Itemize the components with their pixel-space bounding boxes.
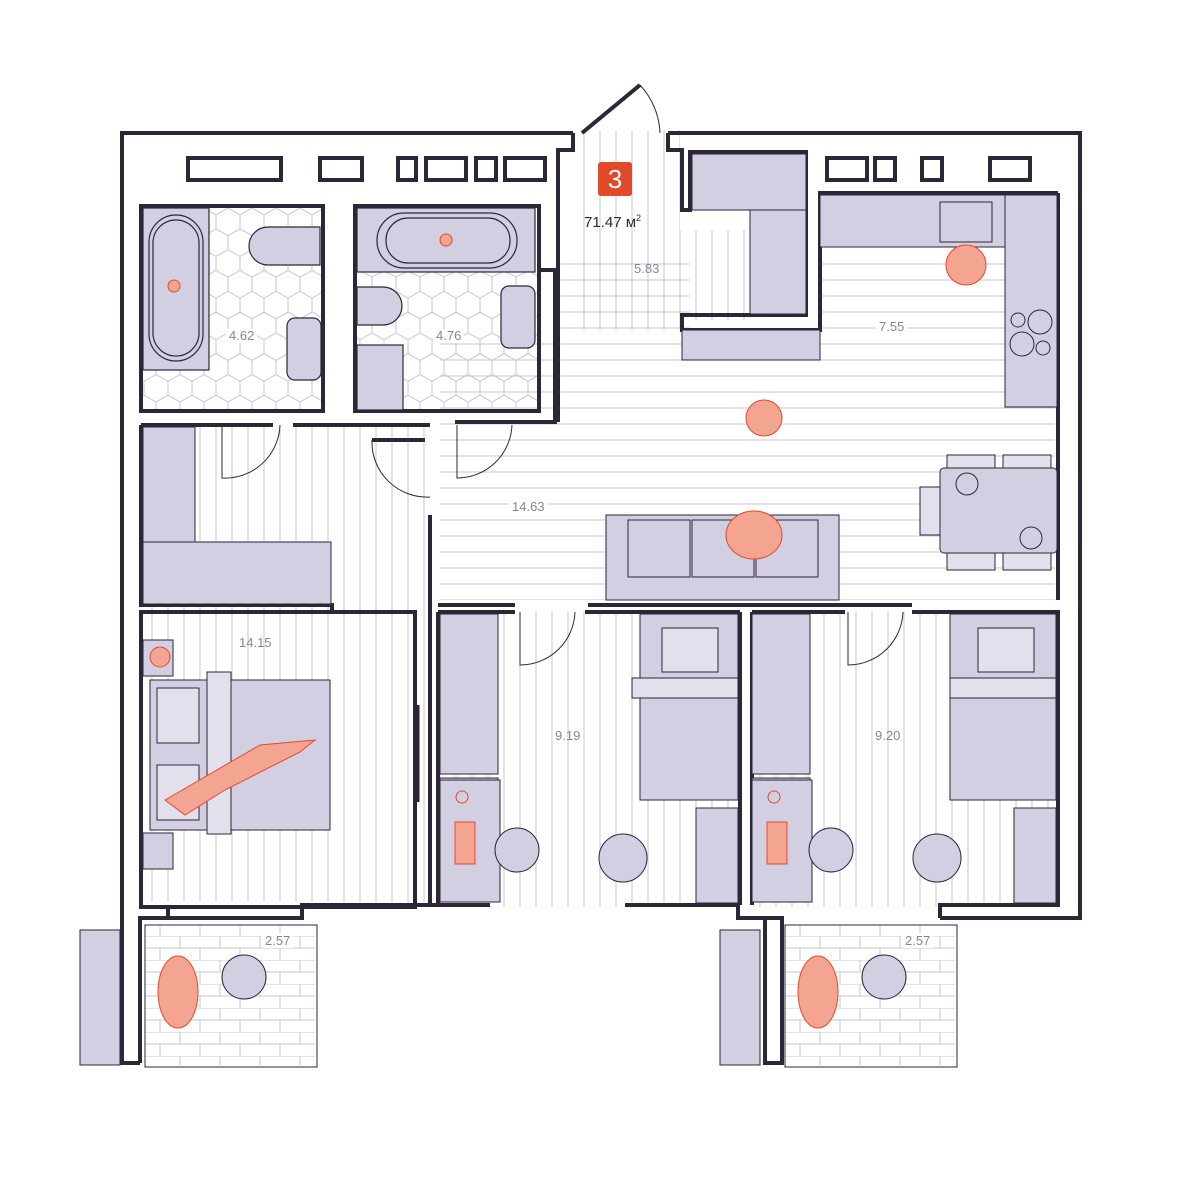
windows bbox=[186, 156, 1032, 182]
entrance-door[interactable] bbox=[580, 83, 661, 135]
bathroom-2-fixtures bbox=[356, 207, 536, 411]
walls bbox=[120, 131, 1082, 1065]
room-area-balcony-1: 2.57 bbox=[262, 934, 294, 948]
single-beds bbox=[631, 613, 1057, 801]
room-area-bedroom-3: 9.20 bbox=[875, 728, 901, 743]
room-area-master-bedroom: 14.15 bbox=[239, 635, 272, 650]
room-area-bathroom-1: 4.62 bbox=[226, 329, 258, 343]
plants bbox=[598, 833, 962, 883]
room-area-bedroom-2: 9.19 bbox=[555, 728, 581, 743]
room-area-kitchen: 7.55 bbox=[876, 320, 908, 334]
total-area: 71.47 м2 bbox=[584, 213, 642, 231]
sofa bbox=[605, 514, 840, 601]
dining-table bbox=[919, 454, 1058, 571]
kitchen-counters bbox=[819, 194, 1058, 408]
room-area-bathroom-2: 4.76 bbox=[433, 329, 465, 343]
apartment-number-badge: 3 bbox=[598, 162, 632, 196]
balconies bbox=[79, 924, 958, 1068]
accent-figures bbox=[149, 233, 987, 1029]
room-area-living-room: 14.63 bbox=[509, 500, 548, 514]
room-area-entrance-hall: 5.83 bbox=[634, 261, 660, 276]
desks bbox=[439, 779, 854, 903]
interior-doors[interactable] bbox=[221, 424, 904, 666]
room-area-balcony-2: 2.57 bbox=[902, 934, 934, 948]
